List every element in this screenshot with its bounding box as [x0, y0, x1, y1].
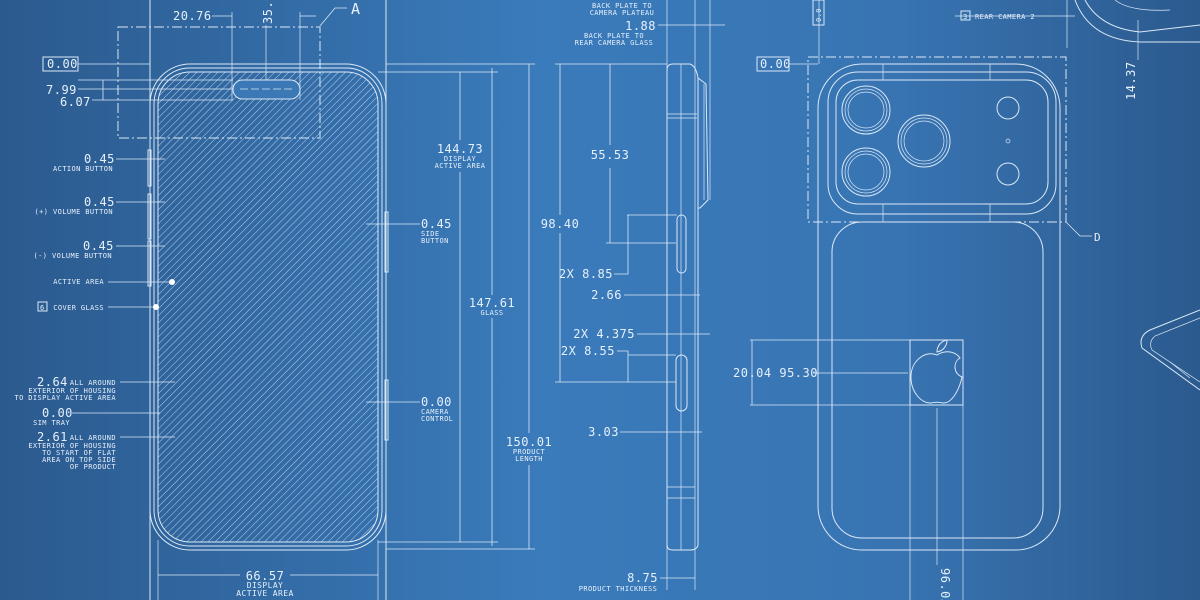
camera-glass-line1: BACK PLATE TO [584, 32, 644, 40]
dim-side-button-length: 2X 8.85 [559, 267, 613, 281]
dim-display-width: 66.57 [246, 569, 285, 583]
label-rear-camera-2: REAR CAMERA 2 [975, 13, 1035, 21]
label-action: ACTION BUTTON [53, 165, 113, 173]
apple-logo-icon [910, 339, 963, 404]
datum-zero: 0.00 [47, 57, 78, 71]
display-height-line1: DISPLAY [444, 155, 477, 163]
back-datum-zero: 0.00 [760, 57, 791, 71]
microphone [1005, 138, 1011, 144]
camera-plateau [835, 79, 1049, 205]
dim-55-53: 55.53 [591, 148, 630, 162]
display-width-line1: DISPLAY [247, 581, 284, 590]
dim-product-thickness: 8.75 [627, 571, 658, 585]
flash [996, 96, 1020, 120]
camera-glass-line2: REAR CAMERA GLASS [575, 39, 653, 47]
side-view [555, 0, 725, 590]
display-height-line2: ACTIVE AREA [435, 162, 486, 170]
label-vol-down: (-) VOLUME BUTTON [34, 252, 112, 260]
lidar-sensor [996, 162, 1020, 186]
back-top-partial: 0.0 [815, 8, 823, 22]
dim-top-width: 20.76 [173, 9, 212, 23]
back-labels: 0.00 0.0 3 REAR CAMERA 2 14.37 D 20.04 9… [733, 0, 1138, 600]
dim-island-bottom: 6.07 [60, 95, 91, 109]
cover-glass-num: 6 [40, 304, 45, 312]
housing-line1: EXTERIOR OF HOUSING [28, 387, 116, 395]
label-cover-glass: COVER GLASS [53, 304, 104, 312]
dim-action: 0.45 [84, 152, 115, 166]
back-view [750, 0, 1200, 600]
dim-vol-down: 0.45 [83, 239, 114, 253]
camera-lens-1 [841, 85, 891, 135]
dim-logo-height: 96.03 [938, 568, 952, 600]
dim-display-height: 144.73 [437, 142, 483, 156]
front-view [72, 0, 535, 600]
flat-all-around: ALL AROUND [70, 434, 116, 442]
label-vol-up: (+) VOLUME BUTTON [35, 208, 113, 216]
product-length-line2: LENGTH [515, 455, 543, 463]
dim-island-top: 7.99 [46, 83, 77, 97]
side-labels: BACK PLATE TO CAMERA PLATEAU 1.88 BACK P… [541, 2, 658, 593]
datum-a: A [351, 0, 360, 18]
display-width-line2: ACTIVE AREA [236, 589, 293, 598]
side-button-line1: SIDE [421, 230, 439, 238]
dim-flat: 2.61 [37, 430, 68, 444]
datum-d: D [1094, 231, 1101, 244]
dynamic-island [232, 79, 301, 100]
camera-control-line1: CAMERA [421, 408, 449, 416]
apple-logo-box [909, 339, 964, 406]
dim-housing: 2.64 [37, 375, 68, 389]
camera-control [675, 354, 688, 412]
dim-98-40: 98.40 [541, 217, 580, 231]
dim-4-375: 2X 4.375 [573, 327, 635, 341]
flat-line1: EXTERIOR OF HOUSING [28, 442, 116, 450]
housing-all-around: ALL AROUND [70, 379, 116, 387]
dim-glass-height: 147.61 [469, 296, 515, 310]
dim-product-length: 150.01 [506, 435, 552, 449]
rear-camera-num: 3 [963, 13, 968, 21]
dim-camera-control: 0.00 [421, 395, 452, 409]
label-active-area: ACTIVE AREA [53, 278, 104, 286]
dim-logo: 20.04 95.30 [733, 366, 818, 380]
dim-8-55: 2X 8.55 [561, 344, 615, 358]
dim-side-button: 0.45 [421, 217, 452, 231]
plateau-line2: CAMERA PLATEAU [590, 9, 655, 17]
dim-vol-up: 0.45 [84, 195, 115, 209]
label-product-thickness: PRODUCT THICKNESS [579, 585, 657, 593]
front-labels: 20.76 35.9 A 0.00 7.99 6.07 0.45 ACTION … [14, 0, 552, 598]
dim-14-37: 14.37 [1124, 61, 1138, 100]
camera-lens-2 [841, 147, 891, 197]
dim-sim: 0.00 [42, 406, 73, 420]
label-sim: SIM TRAY [33, 419, 70, 427]
plateau-line1: BACK PLATE TO [592, 2, 652, 10]
dim-3-03: 3.03 [588, 425, 619, 439]
housing-line2: TO DISPLAY ACTIVE AREA [14, 394, 116, 402]
camera-control-line2: CONTROL [421, 415, 453, 423]
display-active-area [157, 71, 379, 543]
dim-top-height: 35.9 [261, 0, 275, 24]
glass-label: GLASS [480, 309, 503, 317]
flat-line4: OF PRODUCT [70, 463, 117, 471]
flat-line2: TO START OF FLAT [42, 449, 116, 457]
side-button [676, 214, 687, 274]
product-length-line1: PRODUCT [513, 448, 546, 456]
dim-camera-glass: 1.88 [625, 19, 656, 33]
side-button-line2: BUTTON [421, 237, 449, 245]
flat-line3: AREA ON TOP SIDE [42, 456, 116, 464]
dim-2-66: 2.66 [591, 288, 622, 302]
camera-lens-3 [897, 114, 951, 168]
